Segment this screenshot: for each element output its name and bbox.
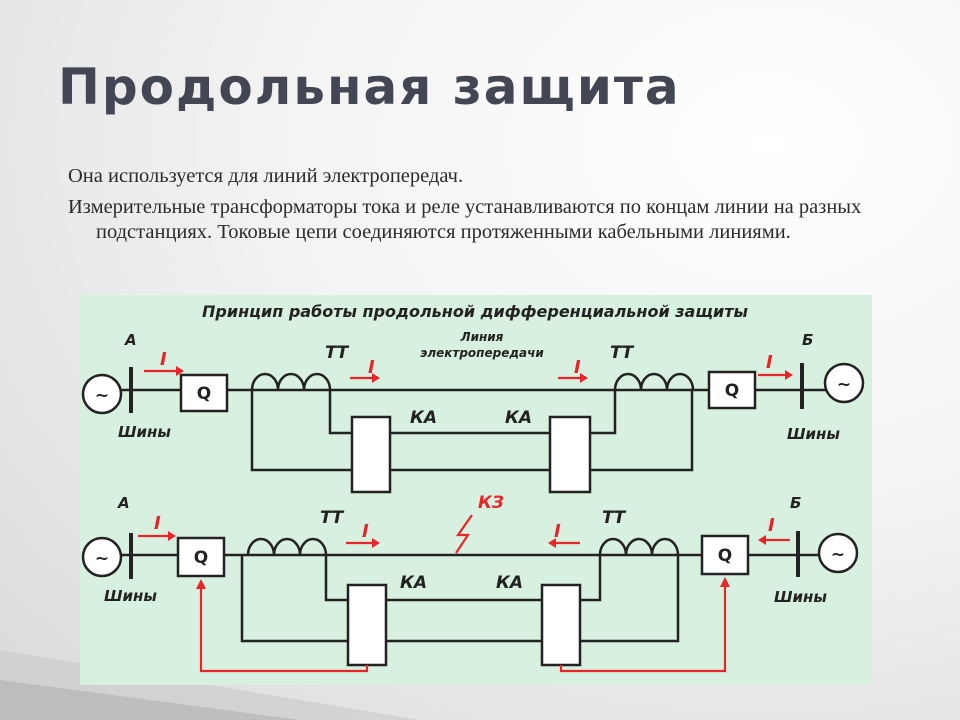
fault-lightning-icon xyxy=(455,514,473,554)
generator-symbol: ~ xyxy=(95,386,109,406)
fault-mode-circuit: А Б ~ ~ Шины Шины Q Q ТТ ТТ КЗ xyxy=(81,493,859,673)
breaker-a: Q xyxy=(179,373,229,413)
secondary-wire-b xyxy=(580,555,602,602)
breaker-label: Q xyxy=(197,384,211,404)
current-arrow: I xyxy=(346,521,380,548)
current-label: I xyxy=(574,357,581,378)
end-a-label: А xyxy=(124,331,137,349)
current-label: I xyxy=(362,521,369,542)
diagram-title: Принцип работы продольной дифференциальн… xyxy=(202,302,749,321)
trip-circuit-b xyxy=(559,585,727,673)
trip-circuit-a xyxy=(199,587,369,673)
secondary-outer-loop xyxy=(250,390,694,472)
current-label: I xyxy=(766,352,773,373)
trip-arrow-a xyxy=(196,579,206,589)
breaker-b: Q xyxy=(707,370,757,410)
ct-label-b: ТТ xyxy=(610,343,635,363)
bus-label-b: Шины xyxy=(774,588,827,606)
generator-a: ~ xyxy=(81,536,123,578)
page-title: Продольная защита xyxy=(58,58,681,116)
ct-label-b: ТТ xyxy=(602,508,627,528)
current-label: I xyxy=(160,349,167,370)
current-transformer-b xyxy=(613,372,695,391)
current-label: I xyxy=(368,357,375,378)
relay-b xyxy=(540,583,582,667)
relay-label-b: КА xyxy=(505,408,532,428)
breaker-label: Q xyxy=(725,381,739,401)
ct-label-a: ТТ xyxy=(325,343,350,363)
relay-b xyxy=(548,415,592,494)
line-label-2: электропередачи xyxy=(420,346,544,360)
bus-label-a: Шины xyxy=(104,587,157,605)
current-arrow: I xyxy=(758,515,790,545)
breaker-label: Q xyxy=(718,546,732,566)
current-arrow: I xyxy=(350,357,380,383)
bus-label-a: Шины xyxy=(118,423,171,441)
generator-a: ~ xyxy=(81,373,123,415)
normal-mode-circuit: А Б ~ ~ Шины Шины Q Q ТТ ТТ Л xyxy=(81,330,865,494)
generator-b: ~ xyxy=(823,362,865,404)
current-arrow: I xyxy=(138,513,176,541)
current-arrow: I xyxy=(758,352,793,380)
current-label: I xyxy=(768,515,775,536)
current-transformer-a xyxy=(250,372,332,391)
relay-a xyxy=(346,583,388,667)
trip-arrow-b xyxy=(720,577,730,587)
generator-b: ~ xyxy=(817,532,859,574)
relay-a xyxy=(350,415,392,494)
differential-protection-diagram: Принцип работы продольной дифференциальн… xyxy=(80,295,872,685)
line-label-1: Линия xyxy=(460,330,504,344)
relay-label-a: КА xyxy=(400,573,427,593)
current-label: I xyxy=(154,513,161,534)
end-a-label: А xyxy=(117,494,130,512)
breaker-b: Q xyxy=(700,534,750,576)
generator-symbol: ~ xyxy=(831,545,845,565)
diagram-background xyxy=(80,295,872,685)
relay-label-a: КА xyxy=(410,408,437,428)
bus-label-b: Шины xyxy=(787,425,840,443)
current-label: I xyxy=(554,521,561,542)
secondary-wire-b xyxy=(590,390,617,435)
relay-label-b: КА xyxy=(496,573,523,593)
paragraph-1: Она используется для линий электропереда… xyxy=(68,165,464,187)
paragraph-2: Измерительные трансформаторы тока и реле… xyxy=(68,196,862,243)
current-arrow: I xyxy=(144,349,184,376)
current-transformer-b xyxy=(598,537,680,556)
end-b-label: Б xyxy=(802,331,813,349)
fault-label: КЗ xyxy=(478,493,504,513)
current-transformer-a xyxy=(246,537,328,556)
generator-symbol: ~ xyxy=(95,549,109,569)
secondary-outer-loop xyxy=(240,555,680,643)
end-b-label: Б xyxy=(790,494,801,512)
generator-symbol: ~ xyxy=(837,375,851,395)
breaker-a: Q xyxy=(176,536,226,578)
current-arrow: I xyxy=(558,357,588,383)
secondary-wire-a xyxy=(328,390,352,435)
current-arrow: I xyxy=(548,521,580,548)
body-text: Она используется для линий электропереда… xyxy=(68,164,868,251)
secondary-wire-a xyxy=(324,555,348,602)
ct-label-a: ТТ xyxy=(320,508,345,528)
breaker-label: Q xyxy=(194,548,208,568)
